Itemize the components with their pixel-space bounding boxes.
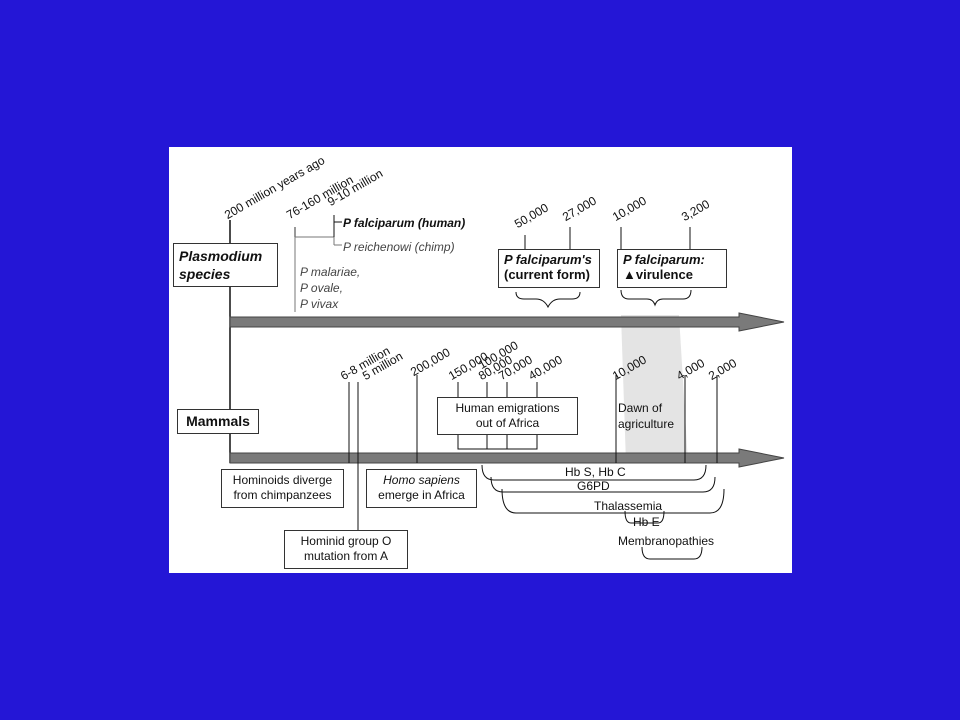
- hbe-label: Hb E: [633, 515, 660, 529]
- plasmodium-label-line1: Plasmodium: [179, 248, 263, 264]
- species-vivax: P vivax: [300, 297, 339, 311]
- homo-sapiens-line1: Homo sapiens: [383, 473, 460, 487]
- emigration-line1: Human emigrations: [455, 401, 560, 415]
- current-form-line2: (current form): [504, 267, 590, 282]
- current-form-line1: P falciparum's: [504, 252, 592, 267]
- mammal-timeline-arrow: [229, 448, 785, 468]
- g6pd-label: G6PD: [577, 479, 610, 493]
- mammals-box: Mammals: [177, 409, 259, 434]
- virulence-box: P falciparum: ▲virulence: [617, 249, 727, 288]
- hominid-line2: mutation from A: [303, 549, 389, 563]
- emigration-box: Human emigrations out of Africa: [437, 397, 578, 435]
- agriculture-label: Dawn of agriculture: [618, 400, 674, 432]
- other-species-list: P malariae, P ovale, P vivax: [300, 264, 360, 312]
- virulence-word: virulence: [635, 267, 693, 282]
- hominoids-line1: Hominoids diverge: [232, 473, 333, 487]
- plasmodium-label-line2: species: [179, 266, 231, 282]
- hominoids-line2: from chimpanzees: [233, 488, 332, 502]
- diagram-lines: [229, 215, 785, 560]
- agriculture-shade: [621, 315, 688, 463]
- membranopathies-label: Membranopathies: [618, 534, 715, 548]
- virulence-line2: ▲virulence: [623, 267, 721, 282]
- current-form-box: P falciparum's (current form): [498, 249, 600, 288]
- plasmodium-species-box: Plasmodium species: [173, 243, 278, 287]
- hominoids-box: Hominoids diverge from chimpanzees: [221, 469, 344, 508]
- hominid-box: Hominid group O mutation from A: [284, 530, 408, 569]
- hominid-line1: Hominid group O: [300, 534, 392, 548]
- homo-sapiens-box: Homo sapiens emerge in Africa: [366, 469, 477, 508]
- p-reichenowi-label: P reichenowi (chimp): [343, 240, 455, 254]
- emigration-line2: out of Africa: [475, 416, 540, 430]
- species-ovale: P ovale,: [300, 281, 343, 295]
- homo-sapiens-line2: emerge in Africa: [378, 488, 465, 502]
- thalassemia-label: Thalassemia: [594, 499, 663, 513]
- virulence-line1: P falciparum:: [623, 252, 705, 267]
- p-falciparum-human-label: P falciparum (human): [343, 216, 466, 230]
- up-arrow-icon: ▲: [623, 267, 636, 282]
- timeline-diagram: 200 million years ago 76-160 million 9-1…: [169, 147, 792, 573]
- species-malariae: P malariae,: [300, 265, 361, 279]
- hbs-hbc-label: Hb S, Hb C: [565, 465, 626, 479]
- agriculture-line1: Dawn of: [618, 401, 663, 415]
- agriculture-line2: agriculture: [618, 417, 675, 431]
- plasmodium-timeline-arrow: [229, 312, 785, 332]
